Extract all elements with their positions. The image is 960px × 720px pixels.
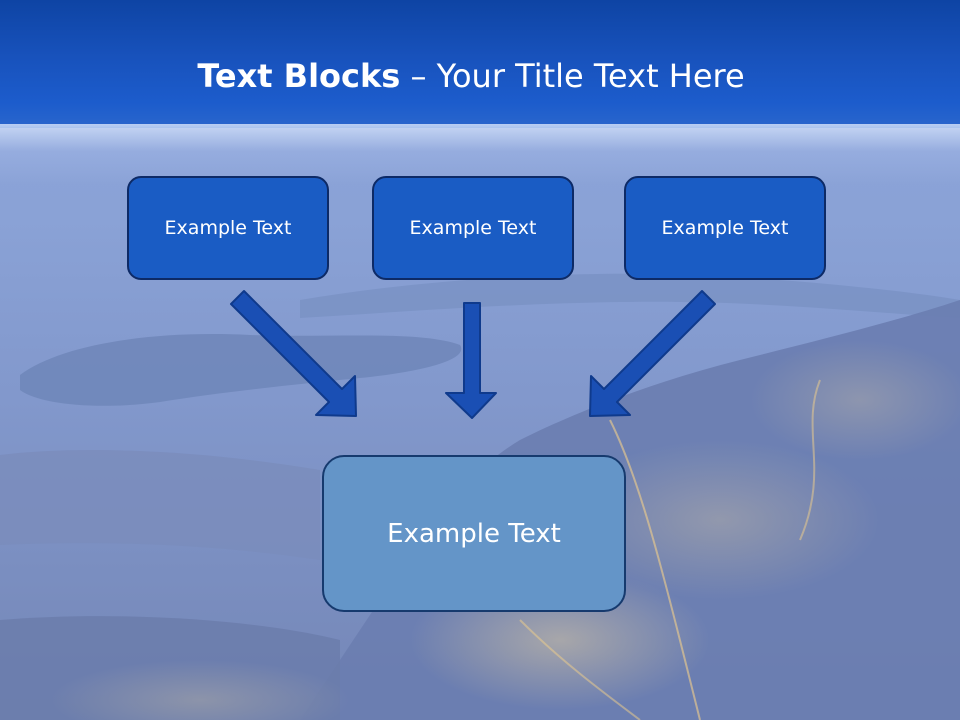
text-block-right-label: Example Text — [661, 217, 789, 239]
text-block-left-label: Example Text — [164, 217, 292, 239]
text-block-right[interactable]: Example Text — [624, 176, 826, 280]
title-bar — [0, 0, 960, 128]
slide-title-rest: Your Title Text Here — [436, 57, 745, 95]
arrow-right-icon[interactable] — [589, 290, 716, 417]
text-block-center-label: Example Text — [409, 217, 537, 239]
slide-title-bold: Text Blocks — [197, 57, 401, 95]
text-block-bottom[interactable]: Example Text — [322, 455, 626, 612]
text-block-center[interactable]: Example Text — [372, 176, 574, 280]
horizon-glow — [0, 124, 960, 184]
slide-title[interactable]: Text Blocks – Your Title Text Here — [0, 52, 942, 100]
text-block-bottom-label: Example Text — [387, 518, 561, 549]
arrow-center-icon[interactable] — [445, 302, 497, 419]
text-block-left[interactable]: Example Text — [127, 176, 329, 280]
slide-title-separator: – — [400, 57, 437, 95]
arrow-left-icon[interactable] — [230, 290, 357, 417]
